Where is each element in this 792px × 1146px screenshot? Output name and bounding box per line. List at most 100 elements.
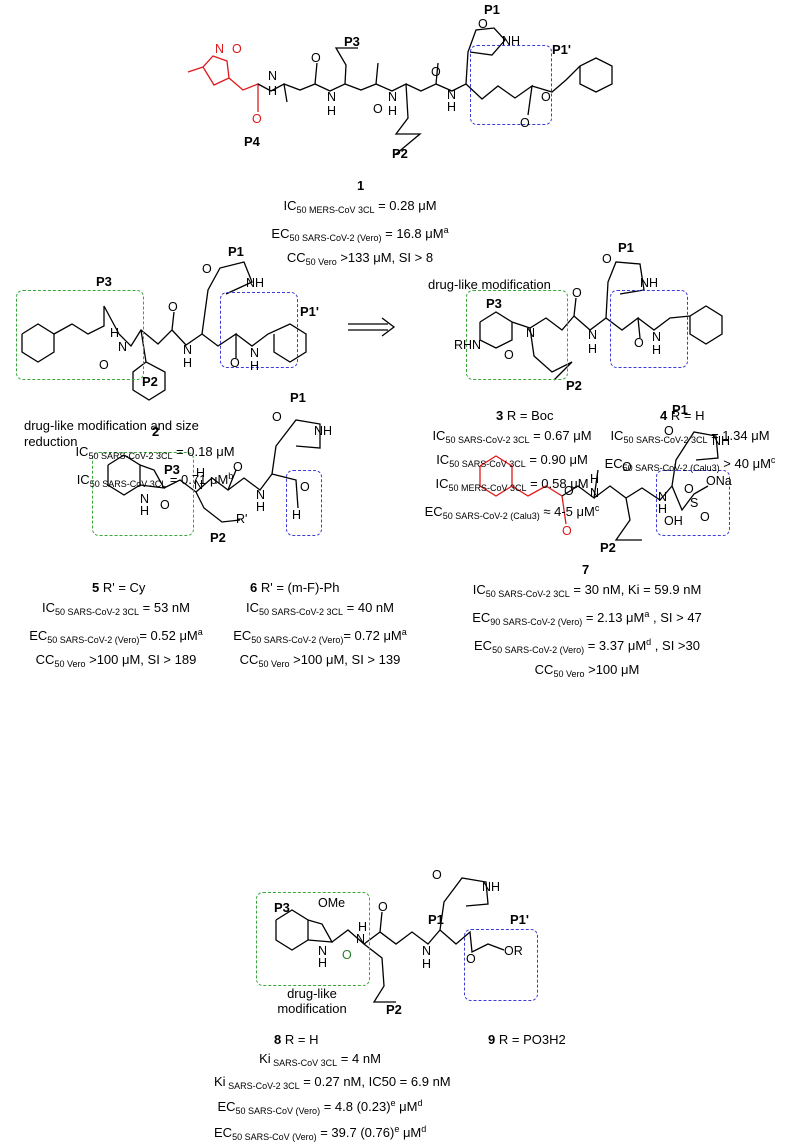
p1prime-box-3 <box>610 290 688 368</box>
activity-line: IC50 MERS-CoV 3CL = 0.58 μM <box>414 474 610 498</box>
activity-measure: IC <box>435 476 448 491</box>
atom-O: O <box>466 952 476 967</box>
compound-6-r: R' = (m-F)-Ph <box>261 580 340 595</box>
activity-measure: EC <box>472 610 490 625</box>
atom-H: H <box>140 504 149 519</box>
footnote-mark: c <box>595 503 600 513</box>
activity-line: IC50 SARS-CoV-2 3CL = 1.34 μM <box>592 426 788 450</box>
atom-OR: OR <box>504 944 523 959</box>
activity-measure: EC <box>214 1125 232 1140</box>
p3-label: P3 <box>274 900 290 915</box>
activity-subscript: 50 MERS-CoV 3CL <box>448 483 526 493</box>
compound-4-heading: 4 R = H <box>660 408 704 423</box>
atom-O: O <box>478 17 488 32</box>
activity-subscript: 50 SARS-CoV-2 (Vero) <box>251 635 343 645</box>
activity-tail: μM <box>399 1125 421 1140</box>
footnote-mark: a <box>444 225 449 235</box>
atom-O: O <box>232 42 242 57</box>
activity-value: = 40 nM <box>343 600 394 615</box>
activity-subscript: 90 SARS-CoV-2 (Vero) <box>490 617 582 627</box>
activity-line: EC50 SARS-CoV-2 (Calu3) > 40 μMc <box>592 450 788 478</box>
compound-8-heading: 8 R = H <box>274 1032 318 1047</box>
activity-measure: IC <box>246 600 259 615</box>
activity-value: = 16.8 μM <box>382 226 444 241</box>
p3-label: P3 <box>96 274 112 289</box>
activity-subscript: 50 SARS-CoV-2 3CL <box>486 589 570 599</box>
activity-measure: EC <box>474 638 492 653</box>
activity-value: = 2.13 μM <box>582 610 644 625</box>
activity-measure: CC <box>287 250 306 265</box>
activity-subscript: 50 SARS-CoV 3CL <box>449 459 526 469</box>
activity-measure: EC <box>605 456 623 471</box>
footnote-mark: d <box>421 1124 426 1134</box>
activity-tail: , SI > 47 <box>649 610 701 625</box>
activity-line: EC50 SARS-CoV (Vero) = 4.8 (0.23)e μMd <box>214 1095 426 1121</box>
activity-line: EC50 SARS-CoV (Vero) = 39.7 (0.76)e μMd <box>214 1121 426 1146</box>
atom-N: N <box>447 88 456 103</box>
activity-subscript: 50 MERS-CoV 3CL <box>296 205 374 215</box>
atom-H: H <box>250 359 259 374</box>
atom-O: O <box>684 482 694 497</box>
atom-N: N <box>118 340 127 355</box>
activity-value: ≈ 4-5 μM <box>540 504 595 519</box>
compound-3-number: 3 <box>496 408 503 423</box>
activity-value: = 1.34 μM <box>707 428 769 443</box>
activity-subscript: SARS-CoV 3CL <box>271 1058 338 1068</box>
activity-value: = 39.7 (0.76) <box>317 1125 395 1140</box>
activity-line: CC50 Vero >100 μM <box>452 660 722 684</box>
activity-subscript: 50 SARS-CoV-2 (Vero) <box>492 645 584 655</box>
activity-subscript: 50 SARS-CoV-2 (Vero) <box>289 233 381 243</box>
activity-measure: IC <box>436 452 449 467</box>
activity-subscript: 50 Vero <box>258 659 289 669</box>
activity-measure: IC <box>473 582 486 597</box>
activity-measure: EC <box>425 504 443 519</box>
activity-measure: Ki <box>259 1051 271 1066</box>
activity-line: IC50 SARS-CoV-2 3CL = 0.18 μM <box>50 442 260 466</box>
atom-NH: NH <box>482 880 500 895</box>
activity-subscript: 50 SARS-CoV-2 3CL <box>55 607 139 617</box>
p3-box-2 <box>16 290 144 380</box>
activity-subscript: 50 Vero <box>54 659 85 669</box>
atom-H: H <box>110 326 119 341</box>
activity-value: = 4.8 (0.23) <box>320 1099 390 1114</box>
compound-6-number: 6 <box>250 580 257 595</box>
activity-value: = 53 nM <box>139 600 190 615</box>
compound-4-r: R = H <box>671 408 705 423</box>
atom-O: O <box>378 900 388 915</box>
atom-O: O <box>230 356 240 371</box>
atom-OH: OH <box>664 514 683 529</box>
atom-H: H <box>256 500 265 515</box>
atom-O: O <box>272 410 282 425</box>
compound-8-number: 8 <box>274 1032 281 1047</box>
footnote-mark: d <box>418 1098 423 1108</box>
activity-measure: EC <box>233 628 251 643</box>
compound-9-heading: 9 R = PO3H2 <box>488 1032 566 1047</box>
footnote-mark: a <box>198 627 203 637</box>
atom-O: O <box>562 524 572 539</box>
atom-NH: NH <box>314 424 332 439</box>
p2-label: P2 <box>142 374 158 389</box>
atom-H: H <box>588 342 597 357</box>
activity-value: = 0.27 nM, IC50 = 6.9 nM <box>300 1074 451 1089</box>
activity-line: EC50 SARS-CoV-2 (Vero) = 16.8 μMa <box>260 220 460 248</box>
drug-like-note-8: drug-like modification <box>272 986 352 1016</box>
activity-line: IC50 SARS-CoV-2 3CL = 40 nM <box>222 598 418 622</box>
compound-9-number: 9 <box>488 1032 495 1047</box>
compound-1-number: 1 <box>357 178 364 193</box>
p2-label: P2 <box>600 540 616 555</box>
activity-value: >100 μM <box>584 662 639 677</box>
activity-value: >133 μM, SI > 8 <box>337 250 433 265</box>
activity-subscript: 50 SARS-CoV (Vero) <box>232 1132 317 1142</box>
activity-line: IC50 SARS-CoV 3CL = 0.71 μMb <box>50 466 260 494</box>
activity-line: EC50 SARS-CoV-2 (Vero)= 0.52 μMa <box>18 622 214 650</box>
activity-measure: CC <box>535 662 554 677</box>
atom-N: N <box>268 69 277 84</box>
compound-7-number: 7 <box>582 562 589 577</box>
p2-label: P2 <box>392 146 408 161</box>
activity-measure: IC <box>432 428 445 443</box>
atom-OMe: OMe <box>318 896 345 911</box>
activity-measure: EC <box>29 628 47 643</box>
activity-subscript: 50 SARS-CoV-2 3CL <box>445 435 529 445</box>
